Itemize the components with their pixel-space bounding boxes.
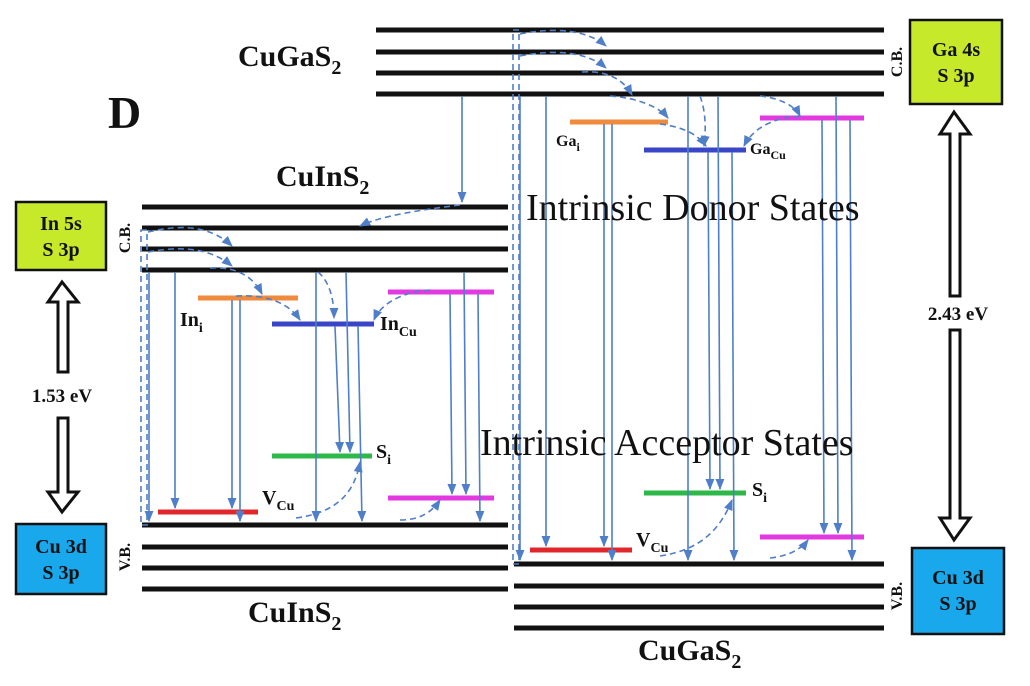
cuins2-vcu-label: VCu [262, 487, 295, 514]
acceptor-states-label: Intrinsic Acceptor States [480, 422, 854, 464]
cugas2-top-label: CuGaS2 [238, 40, 341, 79]
cugas2-vb-label: V.B. [889, 582, 906, 610]
cuins2-cb-label: C.B. [117, 223, 134, 253]
donor-states-label: Intrinsic Donor States [526, 187, 860, 229]
cugas2-bottom-label: CuGaS2 [638, 634, 741, 673]
cugas2-gap-arrow [937, 109, 973, 543]
cuins2-bottom-label: CuInS2 [248, 596, 341, 635]
cugas2-conduction-band [376, 27, 884, 97]
cugas2-gap-label: 2.43 eV [928, 304, 988, 325]
cugas2-cb-orbital-1: Ga 4s [932, 39, 981, 61]
cugas2-vb-box: Cu 3d S 3p [910, 546, 1006, 636]
cuins2-vb-orbital-2: S 3p [42, 562, 79, 584]
cuins2-cb-box: In 5s S 3p [14, 200, 108, 272]
cuins2-valence-band [142, 522, 508, 592]
transition-arrows [144, 95, 857, 562]
cuins2-si-label: Si [376, 441, 391, 468]
cuins2-vb-label: V.B. [117, 543, 134, 571]
cuins2-cb-orbital-2: S 3p [42, 239, 79, 261]
cugas2-vb-orbital-2: S 3p [939, 593, 976, 615]
cugas2-gacu-label: GaCu [750, 141, 786, 162]
cugas2-valence-band [514, 561, 884, 631]
cugas2-gai-label: Gai [556, 133, 580, 154]
cuins2-top-label: CuInS2 [276, 160, 369, 199]
cuins2-cb-orbital-1: In 5s [40, 213, 82, 235]
cugas2-cb-orbital-2: S 3p [937, 65, 974, 87]
panel-letter: D [108, 87, 141, 138]
cugas2-si-label: Si [752, 479, 767, 506]
cuins2-gap-label: 1.53 eV [32, 386, 92, 407]
cugas2-vb-orbital-1: Cu 3d [932, 567, 984, 589]
cuins2-ini-label: Ini [180, 309, 203, 336]
cugas2-cb-label: C.B. [889, 47, 906, 77]
cuins2-incu-label: InCu [380, 313, 417, 340]
cuins2-vb-box: Cu 3d S 3p [14, 522, 108, 596]
cuins2-vb-orbital-1: Cu 3d [35, 536, 87, 558]
relaxation-arrows [140, 29, 809, 565]
cugas2-vcu-label: VCu [636, 529, 669, 556]
cugas2-cb-box: Ga 4s S 3p [908, 18, 1004, 106]
cuins2-gap-arrow [45, 279, 82, 515]
cuins2-conduction-band [142, 204, 508, 273]
